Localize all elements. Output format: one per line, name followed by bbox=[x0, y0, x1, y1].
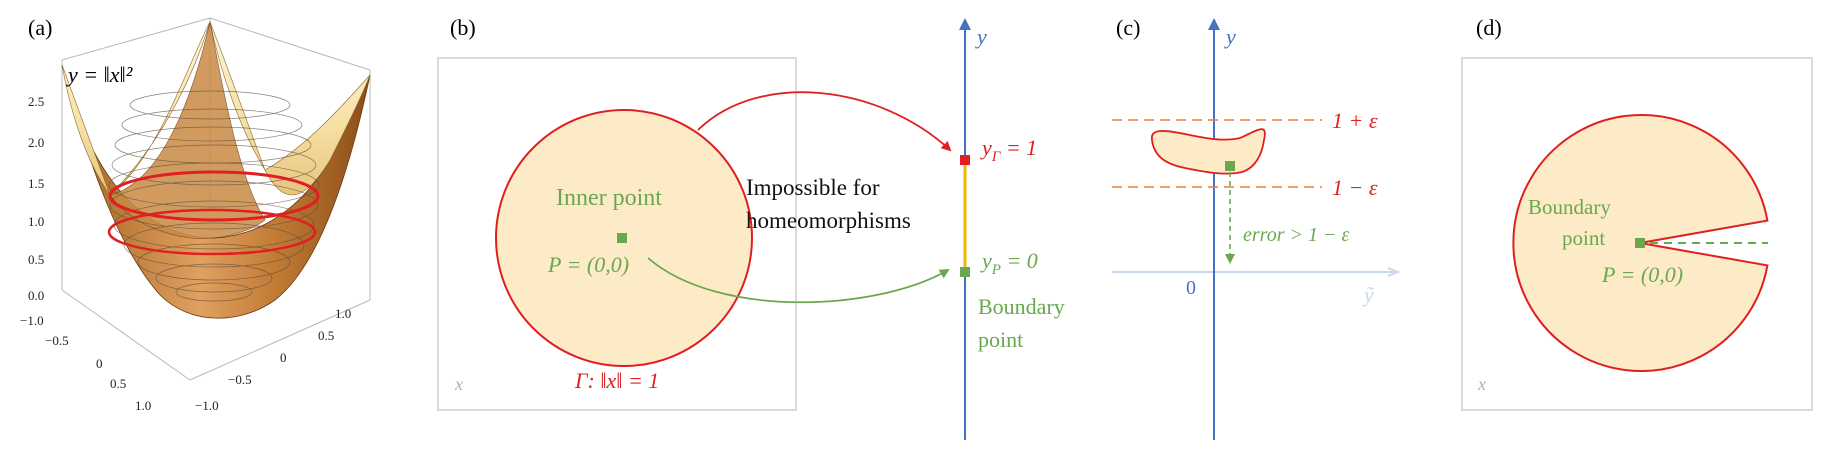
y-axis-label: y bbox=[975, 24, 987, 49]
panel-d: (d) x Boundary point P = (0,0) bbox=[1461, 15, 1813, 411]
svg-text:0: 0 bbox=[280, 350, 287, 365]
svg-text:−1.0: −1.0 bbox=[20, 313, 44, 328]
contour-lines bbox=[108, 90, 320, 302]
panel-c: (c) ỹ 0 y 1 + ε 1 − ε error > 1 − ε bbox=[1112, 15, 1394, 440]
y-p-label: yP = 0 bbox=[980, 248, 1038, 278]
boundary-label-d-line2: point bbox=[1562, 226, 1605, 250]
svg-text:1.0: 1.0 bbox=[28, 214, 44, 229]
y-tilde-label: ỹ bbox=[1362, 282, 1375, 307]
y-axis-label-c: y bbox=[1224, 24, 1236, 49]
svg-text:−0.5: −0.5 bbox=[228, 372, 252, 387]
impossible-label-line1: Impossible for bbox=[746, 175, 880, 200]
y-tick-labels: 1.0 0.5 0 −0.5 −1.0 bbox=[195, 306, 351, 413]
slit-disk bbox=[1512, 114, 1769, 372]
gamma-map-arrow bbox=[697, 91, 952, 152]
y-gamma-label: yΓ = 1 bbox=[980, 135, 1037, 165]
space-box-d bbox=[1461, 57, 1813, 411]
space-label: x bbox=[454, 374, 463, 394]
svg-text:2.0: 2.0 bbox=[28, 135, 44, 150]
panel-b: (b) x Inner point P = (0,0) Γ: ‖x‖ = 1 I… bbox=[437, 15, 1065, 440]
inner-point-label: Inner point bbox=[556, 185, 662, 211]
svg-text:2.5: 2.5 bbox=[28, 94, 44, 109]
panel-d-label: (d) bbox=[1476, 15, 1502, 40]
panel-a-label: (a) bbox=[28, 15, 52, 40]
boundary-point-marker bbox=[1635, 238, 1645, 248]
lower-bound-label: 1 − ε bbox=[1332, 175, 1378, 200]
svg-text:−1.0: −1.0 bbox=[195, 398, 219, 413]
space-label-d: x bbox=[1477, 374, 1486, 394]
z-tick-labels: 2.5 2.0 1.5 1.0 0.5 0.0 bbox=[28, 94, 44, 303]
p-label-d: P = (0,0) bbox=[1601, 262, 1683, 287]
svg-text:0.5: 0.5 bbox=[110, 376, 126, 391]
svg-text:0.5: 0.5 bbox=[318, 328, 334, 343]
y-p-marker bbox=[960, 267, 970, 277]
panel-a: (a) bbox=[20, 15, 371, 413]
boundary-label-d-line1: Boundary bbox=[1528, 195, 1611, 219]
level-set-circle bbox=[107, 170, 320, 256]
panel-c-label: (c) bbox=[1116, 15, 1140, 40]
x-tick-labels: −1.0 −0.5 0 0.5 1.0 bbox=[20, 313, 151, 413]
p-label: P = (0,0) bbox=[547, 252, 629, 277]
svg-text:1.5: 1.5 bbox=[28, 176, 44, 191]
upper-bound-label: 1 + ε bbox=[1332, 108, 1378, 133]
inner-point-marker bbox=[617, 233, 627, 243]
impossible-label-line2: homeomorphisms bbox=[746, 208, 911, 233]
zero-label: 0 bbox=[1186, 277, 1196, 299]
svg-text:1.0: 1.0 bbox=[335, 306, 351, 321]
error-label: error > 1 − ε bbox=[1243, 224, 1349, 246]
space-box bbox=[437, 57, 797, 411]
formula-label: y = ‖x‖² bbox=[66, 62, 133, 87]
y-gamma-marker bbox=[960, 155, 970, 165]
blob-point-marker bbox=[1225, 161, 1235, 171]
point-map-arrow bbox=[647, 257, 950, 304]
svg-text:1.0: 1.0 bbox=[135, 398, 151, 413]
boundary-label-line2: point bbox=[978, 327, 1023, 352]
boundary-label-line1: Boundary bbox=[978, 294, 1065, 319]
svg-text:−0.5: −0.5 bbox=[45, 333, 69, 348]
panel-b-label: (b) bbox=[450, 15, 476, 40]
gamma-label: Γ: ‖x‖ = 1 bbox=[574, 368, 659, 393]
svg-text:0.5: 0.5 bbox=[28, 252, 44, 267]
image-blob bbox=[1151, 128, 1266, 175]
svg-text:0.0: 0.0 bbox=[28, 288, 44, 303]
svg-text:0: 0 bbox=[96, 356, 103, 371]
paraboloid-inner-surface bbox=[61, 20, 371, 196]
